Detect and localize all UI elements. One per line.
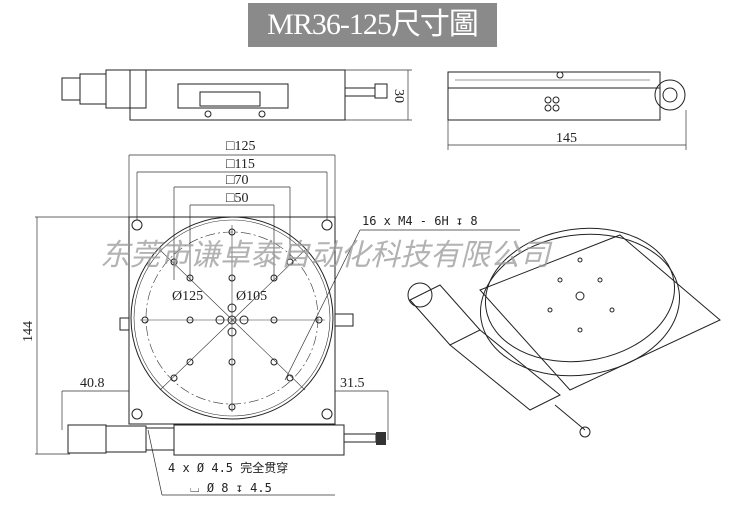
dim-front-width: 145 [556, 131, 577, 146]
dim-square-115: □115 [226, 157, 255, 172]
dim-right-offset: 31.5 [340, 376, 365, 391]
dim-diameter-105: Ø105 [236, 289, 267, 304]
isometric-view [407, 227, 721, 438]
dim-square-125: □125 [226, 139, 255, 154]
through-hole-callout: 4 x Ø 4.5 完全贯穿 [168, 460, 288, 475]
plan-view: Ø125 Ø105 [67, 216, 386, 456]
dim-height-144: 144 [21, 321, 36, 342]
dim-square-70: □70 [226, 173, 248, 188]
counterbore-callout: ⌴ Ø 8 ↧ 4.5 [190, 481, 272, 495]
dim-diameter-125: Ø125 [172, 289, 203, 304]
watermark: 东莞市谦卓泰自动化科技有限公司 [100, 238, 553, 273]
tapped-hole-callout: 16 x M4 - 6H ↧ 8 [362, 214, 478, 228]
dim-square-50: □50 [226, 191, 248, 206]
side-view: 30 [61, 69, 412, 121]
drawing-title: MR36-125尺寸圖 [248, 3, 497, 47]
front-view: 145 [447, 71, 687, 150]
dim-side-height: 30 [391, 89, 406, 103]
dim-left-offset: 40.8 [80, 376, 105, 391]
plan-dimensions: □125 □115 □70 □50 144 40.8 31.5 16 x M4 … [21, 139, 520, 496]
